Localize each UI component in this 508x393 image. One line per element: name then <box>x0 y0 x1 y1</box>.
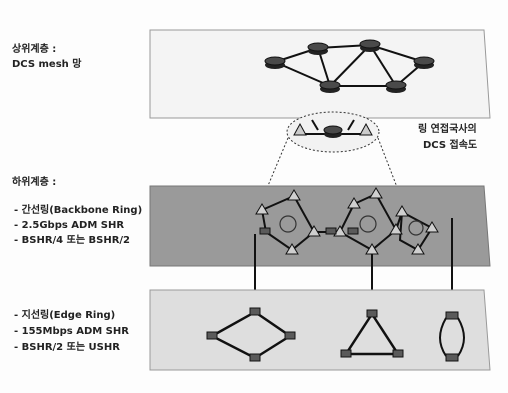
dcs-node <box>264 56 286 69</box>
edge-line2: - 155Mbps ADM SHR <box>14 326 129 337</box>
edge-plane <box>149 289 491 371</box>
backbone-plane <box>149 185 491 267</box>
upper-layer-subtitle: DCS mesh 망 <box>12 59 82 70</box>
dcs-node <box>319 80 341 93</box>
upper-plane <box>149 29 491 119</box>
dcs-node <box>385 80 407 93</box>
edge-line1: - 지선링(Edge Ring) <box>14 310 116 321</box>
dcs-node <box>307 42 329 55</box>
upper-layer-title: 상위계층 : <box>12 44 57 55</box>
callout-dcs-node <box>293 119 373 138</box>
dcs-node <box>413 56 435 69</box>
edge-ring-triangle <box>340 309 404 358</box>
lower-layer-title: 하위계층 : <box>12 177 57 188</box>
adm-square-nodes <box>259 227 359 235</box>
connection-label-line1: 링 연접국사의 <box>418 124 477 135</box>
ring-direction-arrows <box>279 215 424 236</box>
backbone-line1: - 간선링(Backbone Ring) <box>14 205 143 216</box>
connection-label-line2: DCS 접속도 <box>423 140 478 151</box>
edge-ring-diamond <box>206 307 296 362</box>
dcs-node <box>359 39 381 52</box>
edge-line3: - BSHR/2 또는 USHR <box>14 342 120 353</box>
backbone-line3: - BSHR/4 또는 BSHR/2 <box>14 235 131 246</box>
backbone-line2: - 2.5Gbps ADM SHR <box>14 220 125 231</box>
edge-ring-linear <box>439 311 465 362</box>
